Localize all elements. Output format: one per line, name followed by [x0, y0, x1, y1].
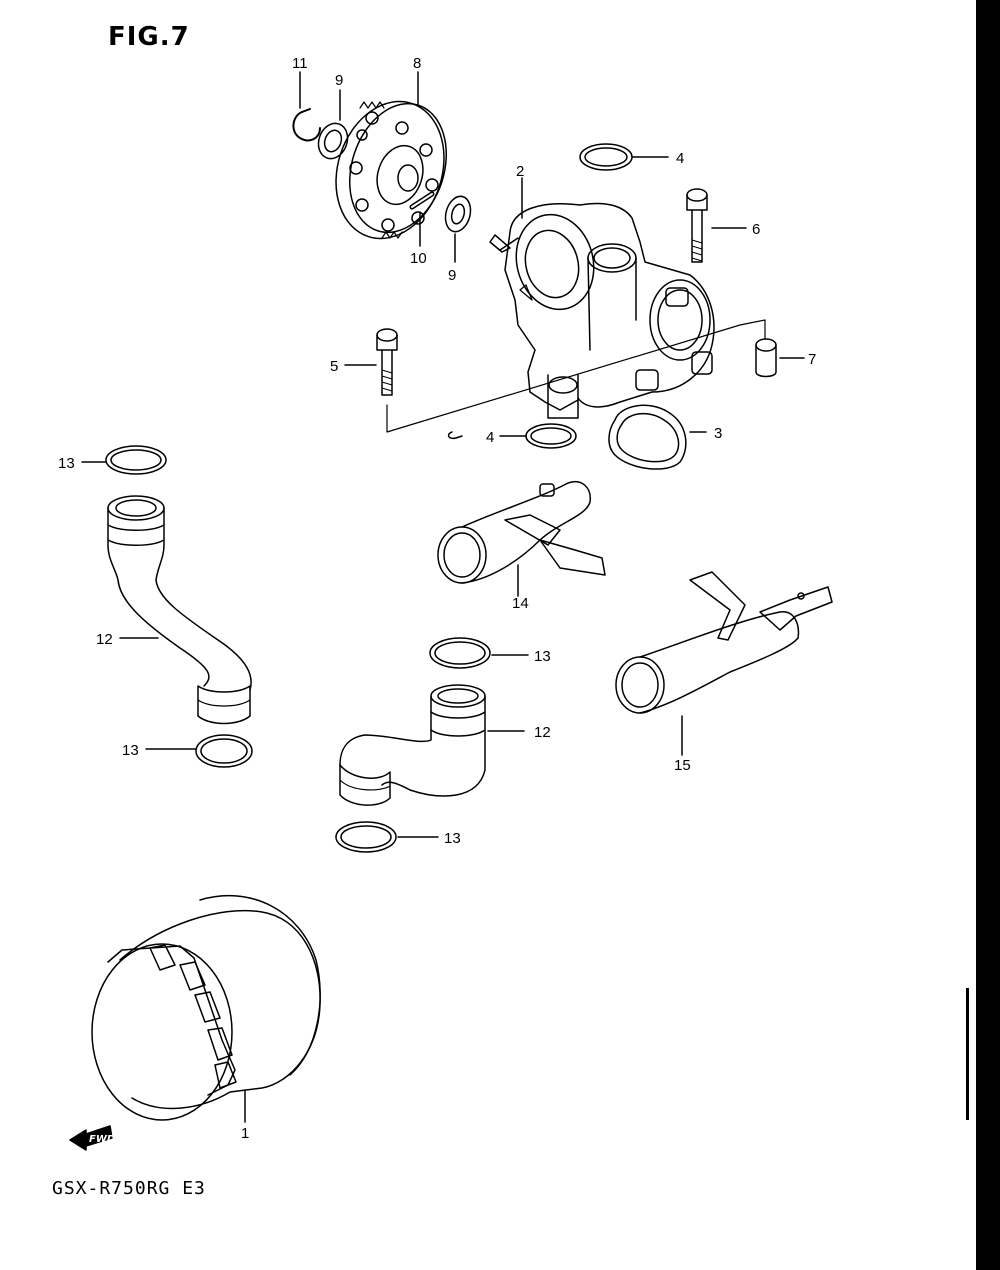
part-11-circlip — [292, 71, 321, 142]
callout-4-upper: 4 — [676, 150, 684, 167]
part-13-o-ring-c — [429, 637, 529, 669]
callout-6: 6 — [752, 221, 760, 238]
part-13-o-ring-b — [145, 734, 253, 768]
fwd-direction-mark: FWD — [69, 1125, 115, 1151]
model-label: GSX-R750RG E3 — [52, 1178, 206, 1199]
part-3-gasket — [608, 404, 707, 470]
scan-edge-bar — [976, 0, 1000, 1270]
callout-14: 14 — [512, 595, 529, 612]
part-small-clip — [447, 431, 463, 440]
part-4-o-ring-upper — [579, 143, 669, 171]
callout-3: 3 — [714, 425, 722, 442]
callout-9-upper: 9 — [335, 72, 343, 89]
callout-15: 15 — [674, 757, 691, 774]
part-1-oil-filter — [91, 895, 321, 1123]
part-15-strainer-pipe — [615, 571, 833, 756]
part-9-washer-lower — [444, 195, 472, 263]
part-12-pipe-left — [107, 495, 252, 725]
callout-9-lower: 9 — [448, 267, 456, 284]
part-6-bolt — [686, 188, 747, 263]
callout-13-c: 13 — [534, 648, 551, 665]
part-9-washer-upper — [317, 89, 349, 160]
callout-13-a: 13 — [58, 455, 75, 472]
callout-7: 7 — [808, 351, 816, 368]
callout-12-right: 12 — [534, 724, 551, 741]
part-12-pipe-right — [339, 684, 525, 806]
scan-margin-mark — [966, 988, 969, 1120]
callout-5: 5 — [330, 358, 338, 375]
callout-12-left: 12 — [96, 631, 113, 648]
callout-1: 1 — [241, 1125, 249, 1142]
callout-10: 10 — [410, 250, 427, 267]
part-13-o-ring-a — [81, 445, 167, 475]
callout-13-d: 13 — [444, 830, 461, 847]
part-8-drive-gear — [335, 71, 448, 240]
part-7-dowel — [755, 338, 805, 378]
fwd-label: FWD — [89, 1134, 115, 1145]
figure-title: FIG.7 — [108, 22, 190, 52]
callout-13-b: 13 — [122, 742, 139, 759]
callout-2: 2 — [516, 163, 524, 180]
part-10-pin — [409, 191, 435, 247]
part-4-o-ring-lower — [499, 423, 577, 449]
part-14-strainer-pipe — [437, 481, 606, 597]
part-13-o-ring-d — [335, 821, 439, 853]
part-2-oil-pump-body — [489, 177, 715, 419]
callout-4-lower: 4 — [486, 429, 494, 446]
callout-8: 8 — [413, 55, 421, 72]
callout-11: 11 — [292, 55, 308, 72]
part-5-bolt — [344, 319, 766, 433]
